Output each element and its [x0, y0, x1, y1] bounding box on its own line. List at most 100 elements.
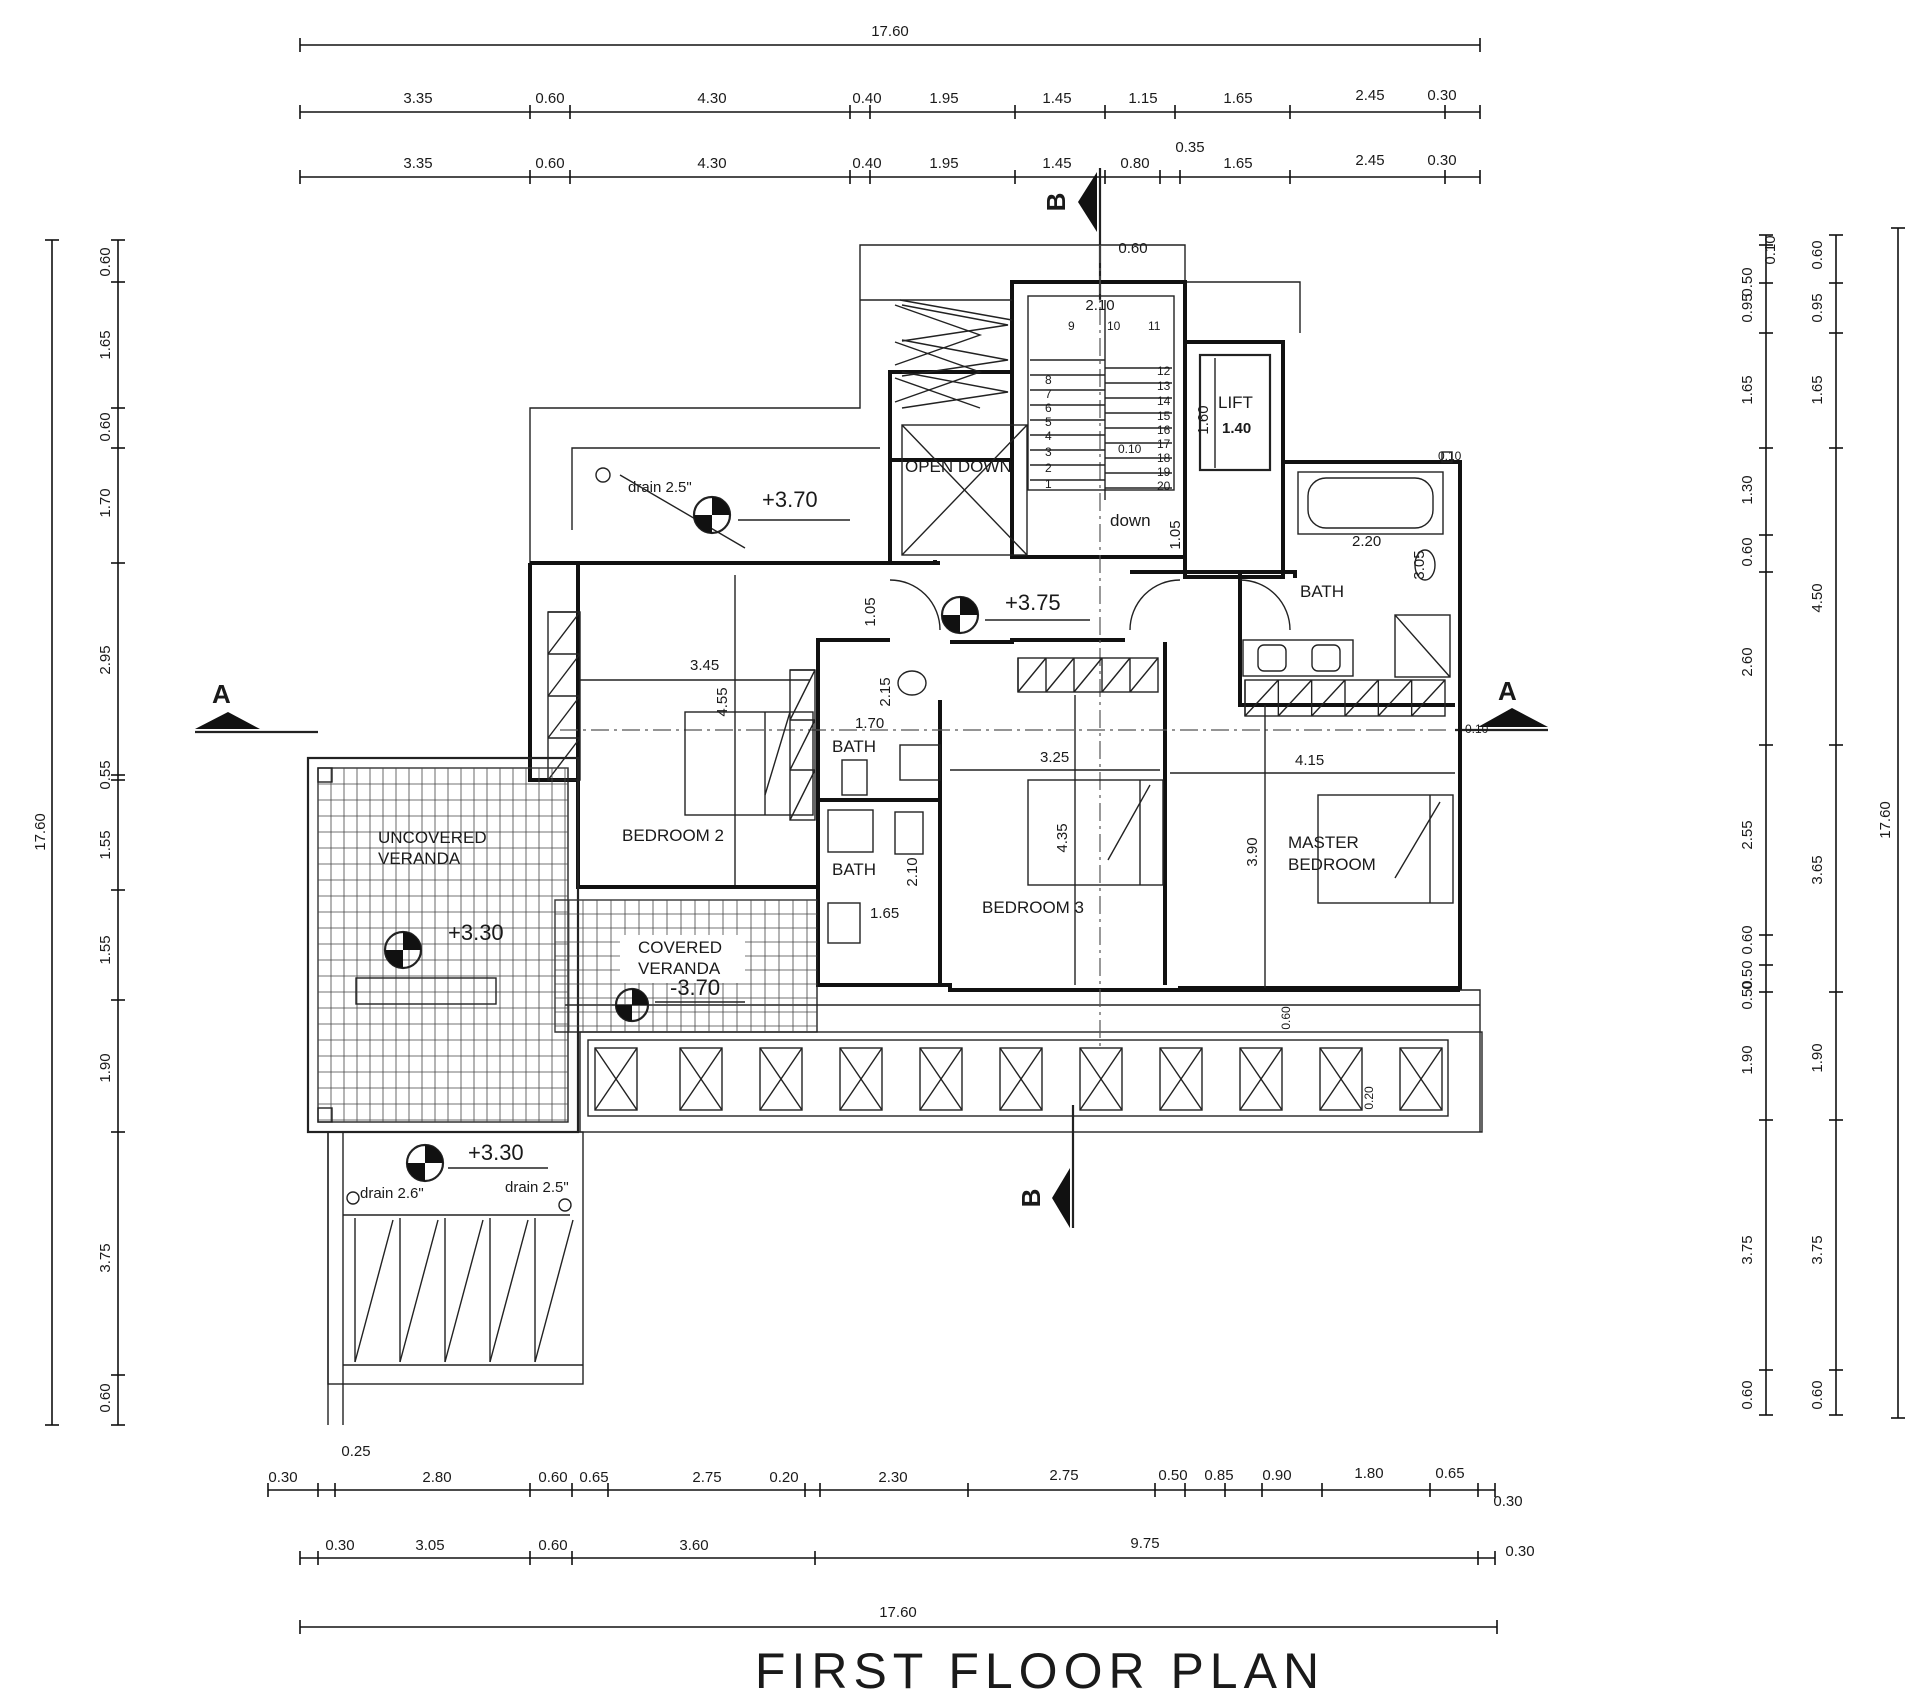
dim-text: 1.70: [97, 488, 114, 517]
master2-label: BEDROOM: [1288, 855, 1376, 874]
railing-brace: [1319, 1047, 1363, 1111]
wardrobe-door: [547, 611, 581, 655]
railing-brace: [679, 1047, 723, 1111]
dim-text: 0.60: [535, 155, 564, 172]
dim-text: 4.35: [1054, 823, 1071, 852]
dim-text: 2.80: [422, 1469, 451, 1486]
wardrobe-door: [1017, 657, 1047, 693]
railing-brace: [919, 1047, 963, 1111]
uncovered-veranda: UNCOVERED VERANDA +3.30: [306, 756, 580, 1134]
dim-text: 1.45: [1042, 155, 1071, 172]
elevation-hall: +3.75: [1005, 590, 1061, 615]
hall: +3.75 1.05: [862, 579, 1291, 635]
wardrobe-door: [547, 653, 581, 697]
dim-text: 0.40: [852, 90, 881, 107]
uncovered1-label: UNCOVERED: [378, 828, 487, 847]
elevation-terrace: +3.70: [762, 487, 818, 512]
dim-text: 9.75: [1130, 1535, 1159, 1552]
covered1-label: COVERED: [638, 938, 722, 957]
wardrobe-door: [1277, 679, 1313, 717]
dim-text: 1.95: [929, 90, 958, 107]
left-dimension-chains: 17.60 0.60 1.65 0.60 1.70 2.95 0.55 1.55…: [32, 239, 125, 1426]
dim-text: 0.60: [1739, 537, 1756, 566]
stair-step-number: 1: [1045, 477, 1052, 491]
bath-main-label: BATH: [1300, 582, 1344, 601]
dim-text: 3.75: [1809, 1235, 1826, 1264]
section-b-bottom: B: [1016, 1189, 1046, 1208]
section-markers: A A B B: [195, 168, 1548, 1228]
dim-text: 0.50: [1739, 267, 1756, 296]
railing-module: [759, 1047, 803, 1111]
section-a-right: A: [1498, 676, 1517, 706]
dim-text: 0.35: [1175, 139, 1204, 156]
elevation-lower: +3.30: [468, 1140, 524, 1165]
dim-text: 0.90: [1262, 1467, 1291, 1484]
dim-text: 1.65: [1809, 375, 1826, 404]
dim-text: 2.10: [904, 857, 921, 886]
bedroom3-label: BEDROOM 3: [982, 898, 1084, 917]
dim-text: 0.50: [1739, 980, 1756, 1009]
stair-step-number: 12: [1157, 364, 1171, 378]
dim-text: 0.60: [1739, 925, 1756, 954]
stair-step-number: 4: [1045, 429, 1052, 443]
dim-text: 0.25: [341, 1443, 370, 1460]
stair-step-number: 7: [1045, 387, 1052, 401]
section-arrow-icon: [1052, 1168, 1070, 1228]
dim-text: 2.10: [1085, 297, 1114, 314]
railing-brace: [1079, 1047, 1123, 1111]
dim-text: 3.35: [403, 155, 432, 172]
dim-text: 3.75: [1739, 1235, 1756, 1264]
terrace: drain 2.5" +3.70: [595, 467, 850, 549]
dim-text: 3.75: [97, 1243, 114, 1272]
bedroom2-label: BEDROOM 2: [622, 826, 724, 845]
stair-step-number: 10: [1107, 319, 1121, 333]
master-bath: 2.20 3.05 BATH 0.10: [1242, 449, 1462, 678]
wardrobe-door: [1244, 679, 1279, 717]
railing-module: [919, 1047, 963, 1111]
master-bedroom: 4.15 3.90 MASTER BEDROOM 0.10: [1170, 705, 1489, 988]
railing-module: [679, 1047, 723, 1111]
step-chevron: [901, 339, 1009, 377]
dim-text: 2.55: [1739, 820, 1756, 849]
lift-label: LIFT: [1218, 393, 1253, 412]
dim-text: 2.75: [692, 1469, 721, 1486]
railing-brace: [759, 1047, 803, 1111]
bottom-total-dim: 17.60: [879, 1604, 917, 1621]
railing-brace: [1159, 1047, 1203, 1111]
elevation-uncovered: +3.30: [448, 920, 504, 945]
dim-text: 1.65: [1739, 375, 1756, 404]
dim-text: 1.95: [929, 155, 958, 172]
open-void: OPEN DOWN: [901, 424, 1028, 556]
dim-text: 0.60: [97, 412, 114, 441]
dim-text: 1.60: [1195, 405, 1212, 434]
dim-text: 1.15: [1128, 90, 1157, 107]
bottom-dimension-chains: 0.30 0.25 2.80 0.60 0.65 2.75 0.20 2.30 …: [267, 1443, 1535, 1634]
dim-text: 0.60: [1739, 1380, 1756, 1409]
dim-text: 0.95: [1809, 293, 1826, 322]
covered2-label: VERANDA: [638, 959, 721, 978]
railing-module: [1239, 1047, 1283, 1111]
dim-text: 0.50: [1158, 1467, 1187, 1484]
dim-text: 2.60: [1739, 647, 1756, 676]
dim-text: 4.55: [714, 687, 731, 716]
railing-brace: [594, 1047, 638, 1111]
dim-text: 3.60: [679, 1537, 708, 1554]
covered-veranda: COVERED VERANDA -3.70: [554, 899, 818, 1033]
drain-label: drain 2.5": [628, 479, 692, 496]
right-dimension-chains: 0.50 0.10 0.95 1.65 1.30 0.60 2.60 2.55 …: [1739, 227, 1905, 1419]
bath2b-label: BATH: [832, 860, 876, 879]
dim-text: 0.60: [97, 1383, 114, 1412]
dim-text: 0.30: [1505, 1543, 1534, 1560]
wardrobe-door: [1101, 657, 1131, 693]
lower-terrace: +3.30 drain 2.6" drain 2.5": [327, 1131, 584, 1425]
master1-label: MASTER: [1288, 833, 1359, 852]
wardrobe-door: [789, 769, 816, 821]
dim-text: 3.90: [1244, 837, 1261, 866]
uncovered2-label: VERANDA: [378, 849, 461, 868]
stair-step-number: 8: [1045, 373, 1052, 387]
dim-text: 0.50: [1739, 960, 1756, 989]
drain-label: drain 2.5": [505, 1179, 569, 1196]
dim-text: 0.30: [1427, 87, 1456, 104]
dim-text: 4.30: [697, 155, 726, 172]
